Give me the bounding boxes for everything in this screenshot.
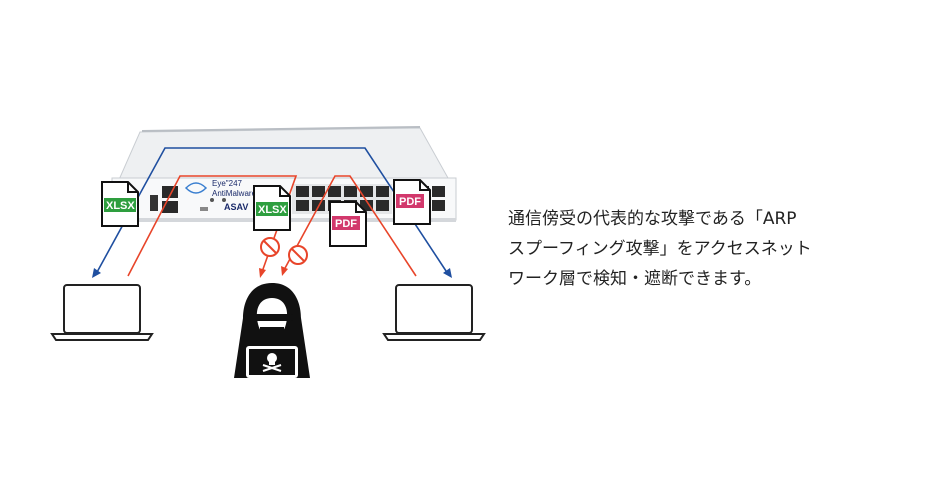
skull-icon [262, 353, 282, 372]
pdf-file-icon: PDF [393, 179, 431, 225]
pdf-file-icon: PDF [329, 201, 367, 247]
attack-arrow-head-1 [259, 268, 266, 278]
pdf-label: PDF [399, 196, 421, 208]
xlsx-file-icon: XLSX [253, 185, 291, 231]
pdf-label: PDF [335, 218, 357, 230]
description-line-2: スプーフィング攻撃」をアクセスネット [508, 239, 812, 259]
description-line-1: 通信傍受の代表的な攻撃である「ARP [508, 209, 797, 229]
description-line-3: ワーク層で検知・遮断できます。 [508, 269, 762, 289]
device-brand: Eye"247 [212, 179, 243, 188]
device-logo: Eye"247 AntiMalware ASAV [184, 179, 257, 212]
device-model: ASAV [224, 202, 248, 212]
laptop-icon [382, 284, 486, 341]
description-text: 通信傍受の代表的な攻撃である「ARP スプーフィング攻撃」をアクセスネット ワー… [508, 204, 868, 294]
xlsx-file-icon: XLSX [101, 181, 139, 227]
no-entry-icon [260, 237, 280, 257]
laptop-icon [50, 284, 154, 341]
device-product: AntiMalware [212, 189, 257, 198]
xlsx-label: XLSX [106, 200, 135, 212]
hacker-icon [234, 283, 310, 378]
arrow-head-right [443, 268, 452, 278]
xlsx-label: XLSX [258, 204, 287, 216]
no-entry-icon [288, 245, 308, 265]
attack-arrow-head-2 [281, 266, 288, 276]
device-ports-left [150, 186, 226, 213]
arrow-head-left [92, 268, 101, 278]
